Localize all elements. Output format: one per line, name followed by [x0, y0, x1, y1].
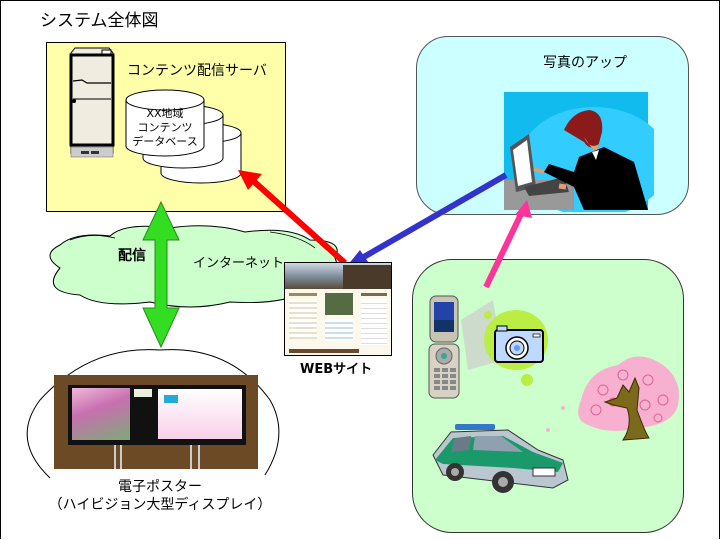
website-left-column	[289, 299, 317, 339]
poster-stand-leg	[120, 445, 122, 469]
database-label-line2: コンテンツ	[137, 121, 193, 134]
server-label: コンテンツ配信サーバ	[127, 63, 267, 79]
distribution-label: 配信	[118, 248, 146, 264]
page-title: システム全体図	[40, 11, 159, 31]
mobile-phone-icon	[428, 295, 503, 399]
poster-label-line2: （ハイビジョン大型ディスプレイ）	[48, 497, 272, 513]
database-label: XX地域 コンテンツ データベース	[127, 107, 203, 149]
poster-label: 電子ポスター （ハイビジョン大型ディスプレイ）	[0, 478, 320, 514]
person-at-computer-icon	[504, 92, 654, 212]
database-cylinder-front	[125, 89, 205, 157]
poster-stand-leg	[190, 445, 192, 469]
photo-upload-label: 写真のアップ	[543, 55, 627, 71]
photo-upload-box: 写真のアップ	[416, 36, 689, 215]
database-label-line1: XX地域	[146, 107, 184, 120]
website-footer	[289, 349, 359, 353]
website-header-building	[343, 265, 391, 289]
website-main-column	[325, 319, 353, 341]
poster-label-line1: 電子ポスター	[118, 479, 202, 495]
poster-ellipse	[26, 349, 280, 479]
internet-label: インターネット	[193, 256, 285, 271]
website-right-header	[361, 293, 387, 296]
website-nav-bar	[289, 293, 317, 296]
database-stack	[125, 89, 242, 184]
app-to-website-arrow	[347, 172, 508, 266]
digital-poster-photo	[54, 375, 258, 469]
field-illustrations	[428, 295, 679, 493]
website-to-server-arrow	[238, 170, 348, 266]
website-right-column	[361, 299, 387, 345]
website-label: WEBサイト	[300, 362, 373, 377]
server-tower-icon	[69, 47, 115, 158]
field-capture-box	[412, 259, 684, 533]
camera-icon	[484, 310, 548, 386]
car-icon	[432, 424, 569, 493]
poster-small-panel	[134, 389, 152, 397]
poster-stand-leg	[198, 445, 200, 469]
database-label-line3: データベース	[132, 135, 198, 148]
server-tower-icon	[69, 47, 115, 158]
poster-cherry-image	[72, 388, 130, 440]
website-thumbnail[interactable]	[284, 262, 392, 356]
field-to-app-arrow	[483, 200, 532, 289]
internet-cloud	[49, 225, 338, 308]
distribution-arrow	[142, 200, 180, 349]
poster-stand-leg	[114, 445, 116, 469]
website-main-photo	[325, 293, 353, 315]
cherry-tree-icon	[546, 356, 679, 441]
poster-logo	[164, 395, 178, 403]
